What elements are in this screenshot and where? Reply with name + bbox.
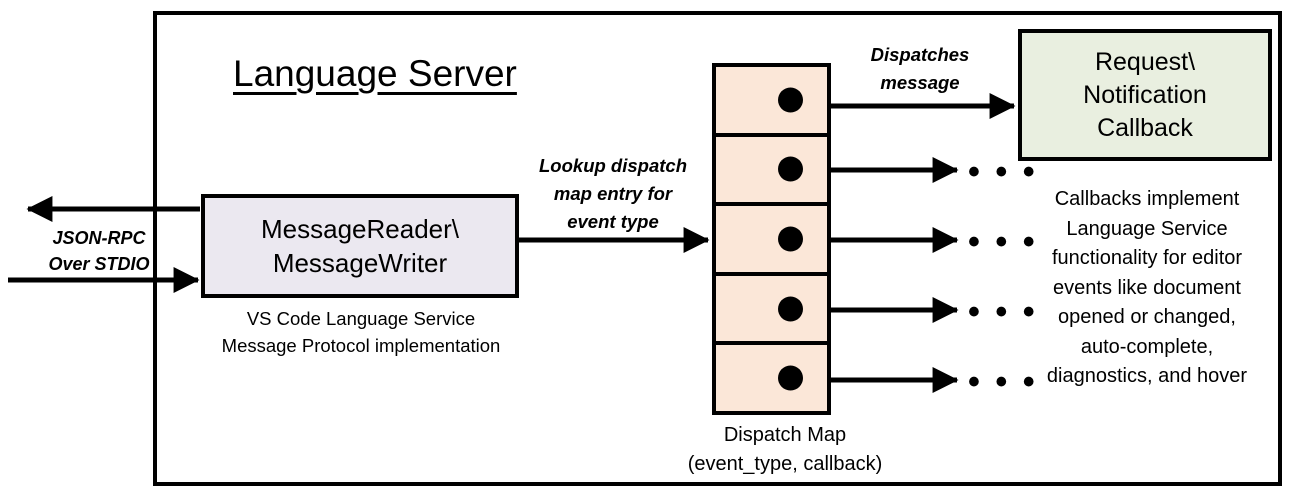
page-title: Language Server	[233, 53, 517, 94]
callback-box-line2: Notification	[1083, 80, 1207, 109]
dispatch-map-row[interactable]	[716, 67, 827, 137]
dispatch-map-table[interactable]	[712, 63, 831, 415]
message-reader-caption-line1: VS Code Language Service	[246, 308, 476, 329]
dispatch-map-caption-line1: Dispatch Map	[723, 424, 847, 446]
message-reader-caption-line2: Message Protocol implementation	[221, 335, 501, 356]
dispatch-map-row[interactable]	[716, 276, 827, 346]
dispatch-map-row[interactable]	[716, 345, 827, 411]
callback-caption-line7: diagnostics, and hover	[1046, 365, 1248, 387]
language-server-frame	[153, 11, 1282, 486]
callback-caption-line6: auto-complete,	[1080, 335, 1214, 358]
dispatches-message-label-line2: message	[880, 72, 960, 93]
ellipsis-row2: • • •	[968, 153, 1038, 191]
callback-dot-icon	[778, 226, 803, 252]
callback-caption: Callbacks implement Language Service fun…	[1011, 185, 1283, 392]
json-rpc-label-line1: JSON-RPC	[52, 228, 146, 248]
callback-caption-line2: Language Service	[1066, 217, 1228, 240]
callback-dot-icon	[778, 296, 803, 322]
dispatch-map-row[interactable]	[716, 206, 827, 276]
callback-caption-line4: events like document	[1053, 276, 1241, 299]
lookup-dispatch-label-line3: event type	[567, 211, 659, 232]
callback-caption-line1: Callbacks implement	[1054, 188, 1240, 210]
lookup-dispatch-label-line2: map entry for	[553, 183, 673, 204]
json-rpc-transport-label: JSON-RPC Over STDIO	[24, 225, 174, 277]
callback-caption-line3: functionality for editor	[1051, 247, 1243, 269]
callback-dot-icon	[778, 365, 803, 391]
dispatch-map-caption: Dispatch Map (event_type, callback)	[640, 421, 930, 479]
lookup-dispatch-label: Lookup dispatch map entry for event type	[518, 152, 708, 236]
dispatch-map-caption-line2: (event_type, callback)	[687, 453, 883, 475]
message-reader-writer-box[interactable]: MessageReader\ MessageWriter	[201, 194, 519, 298]
json-rpc-label-line2: Over STDIO	[48, 254, 150, 274]
message-writer-label: MessageWriter	[272, 248, 448, 278]
callback-caption-line5: opened or changed,	[1058, 306, 1236, 328]
callback-dot-icon	[778, 156, 803, 182]
lookup-dispatch-label-line1: Lookup dispatch	[539, 155, 687, 176]
callback-box-line1: Request\	[1094, 47, 1196, 76]
message-reader-label: MessageReader\	[261, 214, 459, 244]
callback-box-line3: Callback	[1097, 113, 1193, 142]
dispatch-map-row[interactable]	[716, 137, 827, 207]
message-reader-caption: VS Code Language Service Message Protoco…	[196, 305, 526, 359]
request-notification-callback-box[interactable]: Request\ Notification Callback	[1018, 29, 1272, 161]
dispatches-message-label-line1: Dispatches	[870, 44, 970, 65]
callback-dot-icon	[778, 87, 803, 113]
dispatches-message-label: Dispatches message	[840, 41, 1000, 97]
